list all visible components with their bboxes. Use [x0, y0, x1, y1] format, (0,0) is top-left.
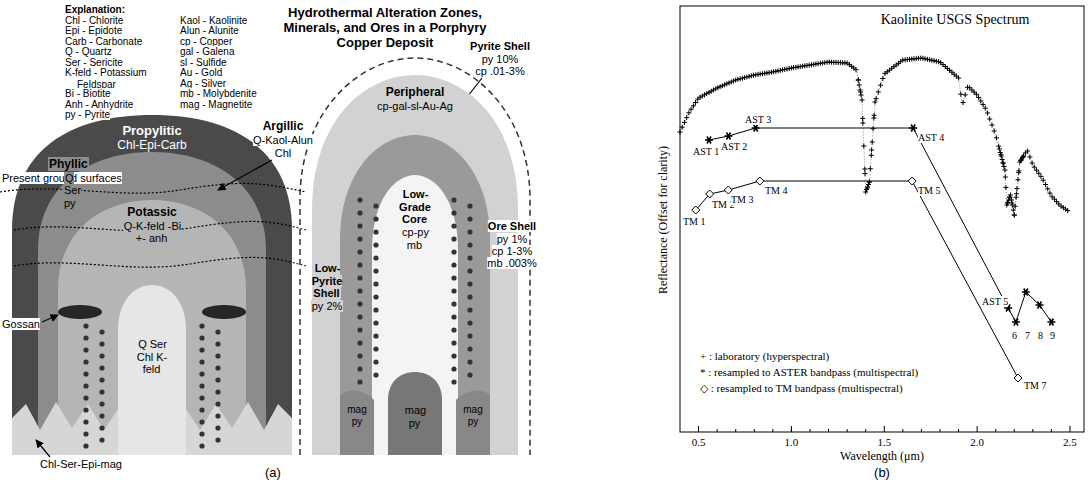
- label-text: mag - Magnetite: [180, 99, 252, 111]
- zone-text: Peripheral: [360, 86, 470, 100]
- label-text: mag py: [459, 404, 487, 427]
- zone-text: Q Ser Chl K-feld: [134, 338, 170, 376]
- axis-ticks: [699, 426, 1070, 432]
- label-text: 0.5: [692, 436, 706, 449]
- label-text: Gossan: [2, 318, 40, 331]
- zone-label: Peripheralcp-gal-sl-Au-AgLow-Pyrite Shel…: [360, 86, 470, 112]
- zone-text: Q Ser py: [64, 172, 90, 210]
- aster-spectrum: [705, 125, 1055, 326]
- label-text: 8: [1038, 330, 1043, 342]
- core-zone: [118, 285, 186, 455]
- label-text: TM 4: [765, 185, 788, 197]
- label-text: Argillic: [263, 120, 304, 134]
- label-text: Alun - Alunite: [180, 25, 239, 37]
- label-text: AST 5: [982, 296, 1008, 308]
- zone-text: cp-py mb: [398, 226, 432, 251]
- phyllic-zone: [38, 152, 266, 455]
- zone-text: py 2%: [302, 300, 352, 313]
- propylitic-zone: [12, 115, 292, 455]
- figure-title: Hydrothermal Alteration Zones, Minerals,…: [275, 6, 495, 51]
- label-text: AST 3: [745, 114, 771, 126]
- label-text: mb .003%: [487, 257, 537, 270]
- label-text: (b): [874, 466, 890, 481]
- label-text: Chl: [275, 147, 292, 160]
- zone-text: Chl-Epi-Carb: [92, 139, 212, 153]
- legend-entry: + : laboratory (hyperspectral): [700, 350, 829, 363]
- tm-spectrum: [692, 177, 1022, 382]
- label-text: Au - Gold: [180, 67, 222, 79]
- zone-label: mag py: [395, 404, 435, 429]
- label-text: TM 5: [918, 185, 941, 197]
- label-text: Q - Quartz: [65, 46, 112, 58]
- zone-label: PotassicQ-K-feld -Bi +- anhQ Ser Chl K-f…: [112, 206, 192, 245]
- label-text: gal - Galena: [180, 46, 234, 58]
- label-text: TM 3: [731, 194, 754, 206]
- low-grade-core: [372, 175, 458, 455]
- zone-label: PropyliticChl-Epi-CarbPhyllicQ Ser pyPot…: [92, 124, 212, 153]
- label-text: py - Pyrite: [65, 109, 110, 121]
- zone-text: Q-K-feld -Bi +- anh: [120, 220, 184, 245]
- mag-py-zone: [340, 391, 374, 455]
- label-text: AST 1: [693, 146, 719, 158]
- label-text: AST 4: [918, 132, 944, 144]
- label-text: K-feld - Potassium Feldspar: [65, 67, 185, 90]
- label-text: Reflectance (Offset for clarity): [657, 146, 671, 294]
- label-text: 7: [1025, 330, 1030, 342]
- label-text: py 1%: [497, 233, 528, 246]
- label-text: cp .01-3%: [475, 65, 525, 78]
- zone-label: PhyllicQ Ser pyPotassicQ-K-feld -Bi +- a…: [48, 158, 108, 210]
- label-text: Kaolinite USGS Spectrum: [881, 12, 1030, 28]
- zone-text: Low-Grade Core: [392, 188, 438, 226]
- label-text: 1.0: [785, 436, 799, 449]
- plot-frame: [680, 6, 1084, 432]
- label-text: AST 2: [721, 141, 747, 153]
- label-text: py 10%: [482, 53, 519, 66]
- zone-label: Low-Grade Corecp-py mbmag py: [385, 188, 445, 251]
- legend-entry: * : resampled to ASTER bandpass (multisp…: [700, 366, 918, 379]
- label-text: (a): [265, 466, 281, 481]
- zone-text: Phyllic: [48, 158, 108, 172]
- zone-text: Potassic: [112, 206, 192, 220]
- label-text: Wavelength (μm): [840, 450, 924, 464]
- label-text: Ore Shell: [488, 220, 536, 233]
- ore-dots: [83, 323, 220, 448]
- label-text: mag py: [343, 404, 371, 427]
- ore-dots: [357, 197, 472, 384]
- zone-text: Propylitic: [92, 124, 212, 139]
- zone-text: Low-Pyrite Shell: [305, 262, 349, 300]
- label-text: 2.0: [970, 436, 984, 449]
- mag-py-zone: [456, 391, 490, 455]
- label-text: Epi - Epidote: [65, 25, 122, 37]
- label-text: 2.5: [1063, 436, 1077, 449]
- zone-text: cp-gal-sl-Au-Ag: [360, 100, 470, 113]
- label-text: 9: [1050, 330, 1055, 342]
- label-text: Q-Kaol-Alun: [253, 134, 313, 147]
- label-text: mb - Molybdenite: [180, 88, 257, 100]
- label-text: 1.5: [877, 436, 891, 449]
- zone-label: Q Ser Chl K-feld: [132, 338, 172, 376]
- legend-entry: ◇ : resampled to TM bandpass (multispect…: [700, 382, 903, 395]
- label-text: cp 1-3%: [492, 245, 532, 258]
- label-text: Explanation:: [65, 4, 125, 16]
- label-text: Bi - Biotite: [65, 88, 111, 100]
- ground-lines: [0, 183, 306, 267]
- label-text: Chl-Ser-Epi-mag: [40, 458, 122, 471]
- low-pyrite-zone: [340, 135, 490, 455]
- lab-spectrum: [678, 56, 1071, 218]
- gossan: [58, 305, 102, 319]
- label-text: Pyrite Shell: [470, 40, 530, 53]
- label-text: TM 7: [1024, 380, 1047, 392]
- label-text: 6: [1012, 330, 1017, 342]
- zone-label: Low-Pyrite Shellpy 2%Low-Grade Corecp-py…: [302, 262, 352, 313]
- label-text: TM 1: [683, 216, 706, 228]
- label-text: Present ground surfaces: [2, 172, 122, 185]
- zone-text: mag py: [400, 404, 430, 429]
- mag-py-zone: [388, 372, 442, 455]
- gossan: [202, 305, 246, 319]
